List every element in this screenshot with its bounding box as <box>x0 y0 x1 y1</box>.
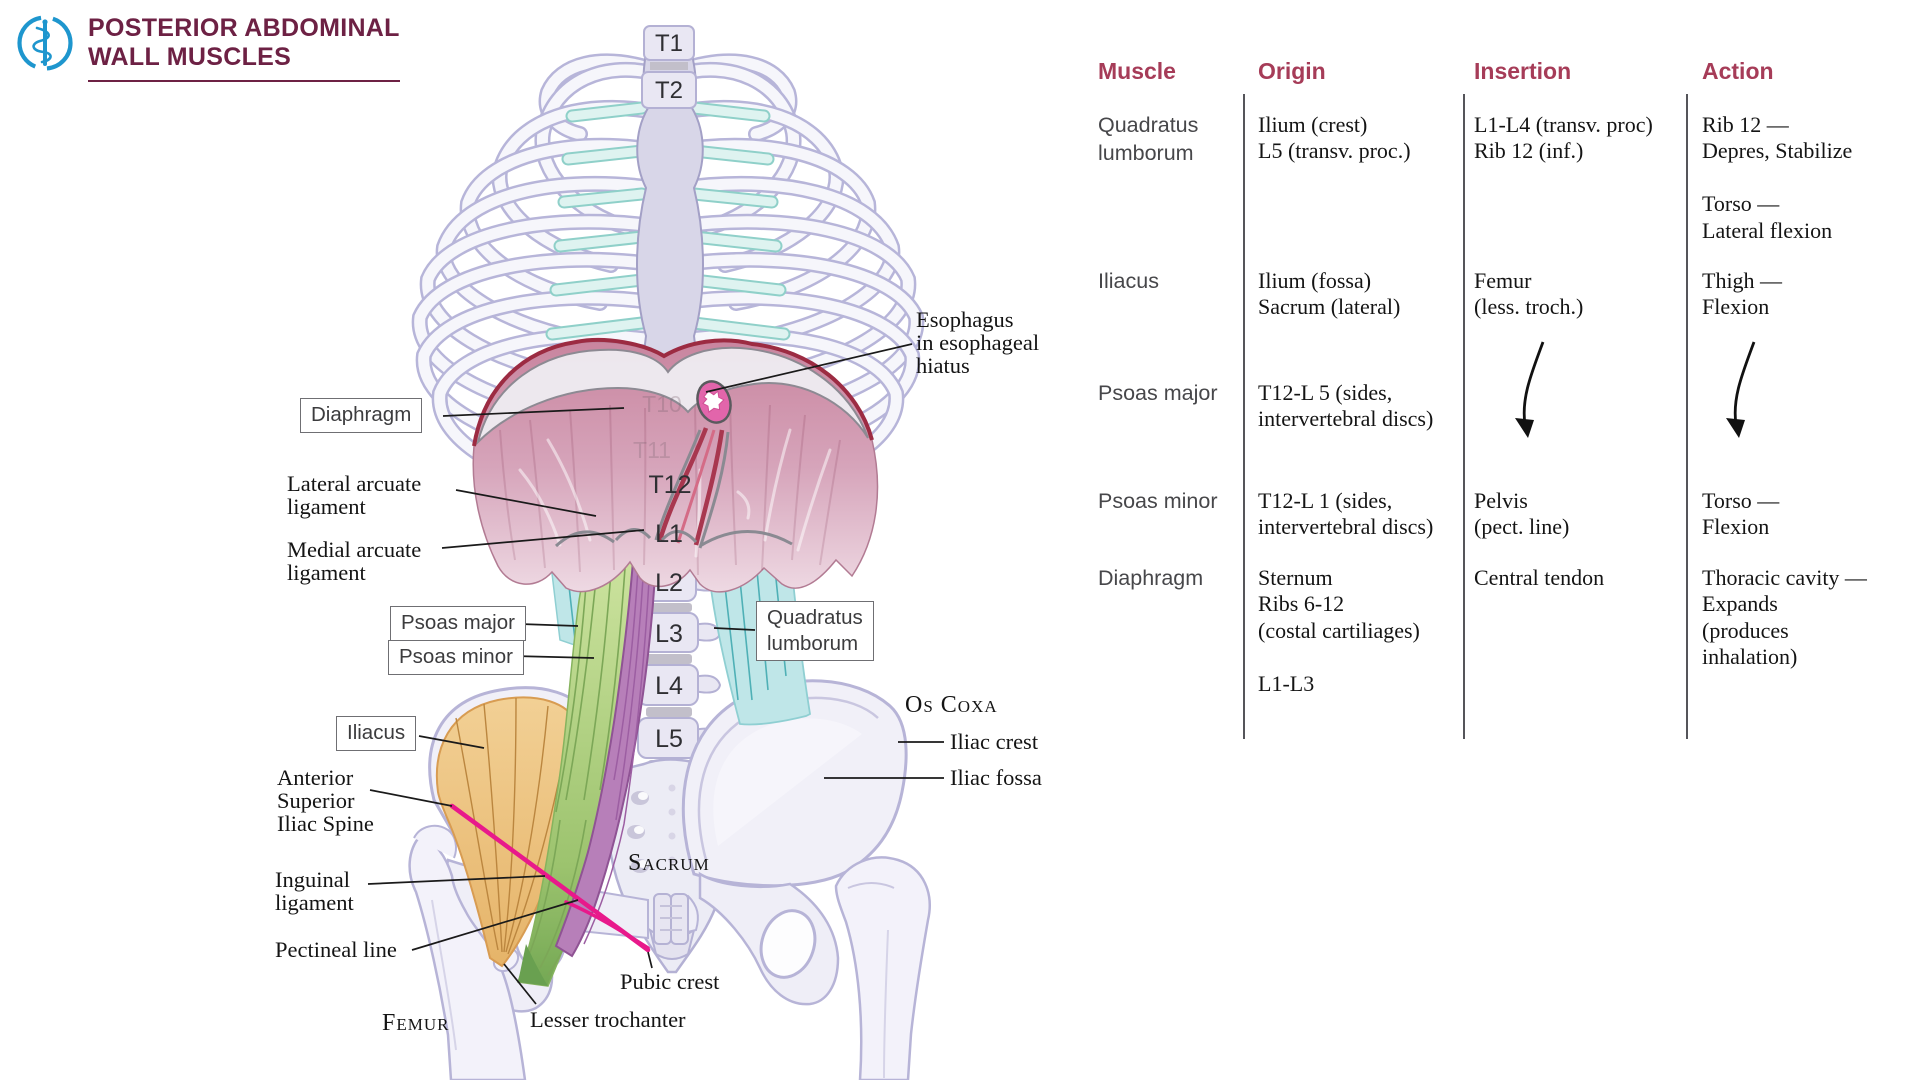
vertebra-label-t1: T1 <box>655 30 683 57</box>
leader-pectineal <box>411 899 579 951</box>
label-sacrum: Sacrum <box>628 850 710 876</box>
table-cell-action: Torso — Flexion <box>1702 488 1780 540</box>
vertebra-label-l4: L4 <box>655 672 683 700</box>
table-cell-origin: T12-L 5 (sides, intervertebral discs) <box>1258 380 1434 432</box>
vertebra-label-t11: T11 <box>633 437 671 463</box>
leader-lateral-arcuate <box>455 489 597 517</box>
table-cell-origin: Sternum Ribs 6-12 (costal cartiliages) L… <box>1258 565 1420 696</box>
label-lesser-trochanter: Lesser trochanter <box>530 1007 686 1032</box>
leader-pubic-crest <box>647 951 653 969</box>
label-esophagus: Esophagus in esophageal hiatus <box>916 307 1040 379</box>
column-header-origin: Origin <box>1258 58 1326 84</box>
label-inguinal: Inguinal ligament <box>275 867 354 916</box>
table-cell-origin: Ilium (crest) L5 (transv. proc.) <box>1258 112 1411 164</box>
table-row-muscle: Diaphragm <box>1098 566 1204 590</box>
label-pubic-crest: Pubic crest <box>620 969 720 994</box>
leader-iliacus <box>418 735 485 749</box>
table-cell-insertion: Central tendon <box>1474 565 1605 590</box>
right-femur <box>834 856 931 1080</box>
column-header-muscle: Muscle <box>1098 58 1176 84</box>
arcuate-arches <box>554 528 793 548</box>
label-os-coxa: Os Coxa <box>905 692 998 718</box>
obturator-foramen <box>759 909 817 979</box>
leader-esophagus <box>705 343 913 393</box>
leader-medial-arcuate <box>441 529 645 549</box>
page-title: POSTERIOR ABDOMINAL WALL MUSCLES <box>88 14 400 82</box>
vertebra-label-l1: L1 <box>655 520 683 548</box>
label-quadratus-lumborum: Quadratus lumborum <box>756 601 874 662</box>
ditto-arrow-insertion <box>1515 341 1545 438</box>
leader-quadratus <box>713 627 756 631</box>
column-header-insertion: Insertion <box>1474 58 1572 84</box>
column-header-action: Action <box>1702 58 1774 84</box>
label-femur: Femur <box>382 1010 450 1036</box>
table-cell-insertion: Pelvis (pect. line) <box>1474 488 1570 540</box>
table-cell-action: Thigh — Flexion <box>1702 268 1783 320</box>
label-iliacus: Iliacus <box>336 716 417 751</box>
table-cell-insertion: Femur (less. troch.) <box>1474 268 1584 320</box>
vertebra-label-l5: L5 <box>655 725 683 753</box>
header: POSTERIOR ABDOMINAL WALL MUSCLES <box>16 14 400 82</box>
label-asis: Anterior Superior Iliac Spine <box>277 765 374 837</box>
label-medial-arcuate: Medial arcuate ligament <box>287 537 422 586</box>
leader-lines <box>367 343 944 1005</box>
label-iliac-crest: Iliac crest <box>950 729 1039 754</box>
ditto-arrow-action <box>1726 341 1756 438</box>
table-cell-action: Rib 12 — Depres, Stabilize Torso — Later… <box>1702 112 1853 243</box>
table-row-muscle: Psoas major <box>1098 381 1218 405</box>
vertebra-label-l2: L2 <box>655 569 683 597</box>
leader-psoas-major <box>519 623 579 627</box>
right-os-coxa <box>661 679 908 1006</box>
staff-of-asclepius-icon <box>17 15 73 71</box>
leader-psoas-minor <box>512 655 595 659</box>
column-divider <box>1686 94 1688 739</box>
label-iliac-fossa: Iliac fossa <box>950 765 1042 790</box>
leader-diaphragm <box>442 407 625 417</box>
table-cell-origin: T12-L 1 (sides, intervertebral discs) <box>1258 488 1434 540</box>
lumbar-labels: T12 L1 L2 L3 L4 L5 <box>648 471 691 753</box>
leader-inguinal <box>367 875 546 885</box>
table-row-muscle: Iliacus <box>1098 269 1159 293</box>
costal-cartilage <box>545 101 791 341</box>
table-cell-insertion: L1-L4 (transv. proc) Rib 12 (inf.) <box>1474 112 1653 164</box>
vertebra-label-t10: T10 <box>642 391 682 417</box>
pubic-symphysis <box>653 893 689 945</box>
left-femur <box>408 824 527 1080</box>
leader-lesser-trochanter <box>503 963 537 1005</box>
table-cell-action: Thoracic cavity — Expands (produces inha… <box>1702 565 1867 670</box>
table-cell-origin: Ilium (fossa) Sacrum (lateral) <box>1258 268 1401 320</box>
table-row-muscle: Quadratus lumborum <box>1098 113 1199 165</box>
label-pectineal: Pectineal line <box>275 937 397 962</box>
pectineal-line-highlight <box>564 900 650 950</box>
leader-asis <box>369 789 453 807</box>
upper-vertebrae: T1 T2 <box>641 25 697 109</box>
vertebra-label-t12: T12 <box>648 471 691 499</box>
label-psoas-minor: Psoas minor <box>388 640 524 675</box>
esophagus <box>696 380 732 424</box>
column-divider <box>1463 94 1465 739</box>
diaphragm-muscle: T10 T11 <box>472 338 879 593</box>
vertebra-label-t2: T2 <box>655 77 683 104</box>
vertebra-label-l3: L3 <box>655 620 683 648</box>
table-row-muscle: Psoas minor <box>1098 489 1218 513</box>
label-diaphragm: Diaphragm <box>300 398 423 433</box>
label-psoas-major: Psoas major <box>390 606 526 641</box>
inguinal-ligament <box>449 803 651 953</box>
column-divider <box>1243 94 1245 739</box>
label-lateral-arcuate: Lateral arcuate ligament <box>287 471 422 520</box>
